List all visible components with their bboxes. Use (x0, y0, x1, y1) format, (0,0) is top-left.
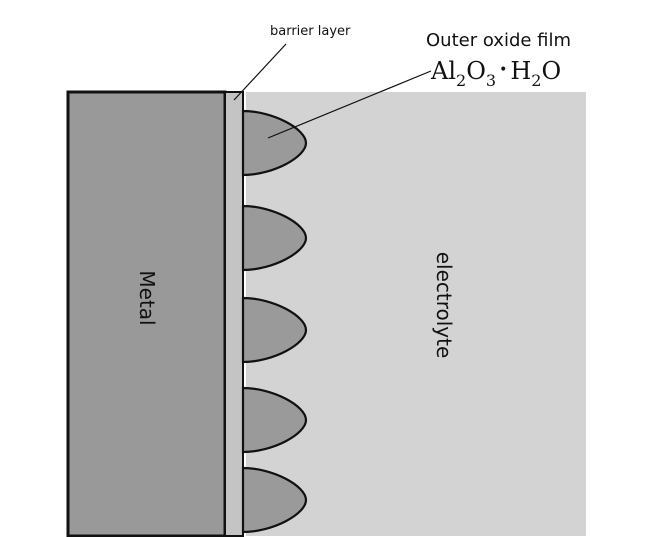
formula-h-sub: 2 (531, 71, 541, 90)
formula-label: Al2O3•H2O (430, 57, 561, 90)
formula-o-sub: 3 (486, 71, 496, 90)
oxide-pores (241, 109, 308, 534)
formula-dot: • (499, 62, 507, 78)
outer-oxide-film-label: Outer oxide film (426, 30, 571, 51)
metal-block (66, 90, 227, 537)
formula-al: Al (430, 57, 456, 85)
oxide-pore (241, 204, 308, 272)
film-leader-line (267, 70, 432, 139)
formula-h: H (510, 57, 531, 85)
metal-label: Metal (135, 270, 159, 325)
barrier-leader-line (233, 43, 287, 101)
formula-o: O (466, 57, 486, 85)
oxide-pore (241, 109, 308, 177)
formula-al-sub: 2 (456, 71, 466, 90)
formula-o2: O (541, 57, 561, 85)
oxide-pore (241, 466, 308, 534)
electrolyte-region (246, 92, 586, 536)
barrier-layer-label: barrier layer (270, 24, 351, 39)
oxide-pore (241, 386, 308, 454)
barrier-layer (224, 91, 244, 537)
oxide-pore (241, 296, 308, 364)
electrolyte-label: electrolyte (432, 252, 456, 359)
